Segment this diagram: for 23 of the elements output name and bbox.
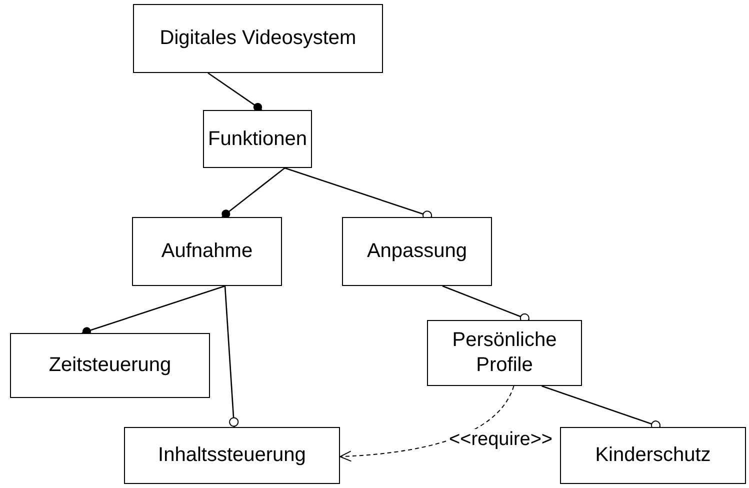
- feature-name: Inhaltssteuerung: [158, 443, 306, 468]
- feature-box: [342, 217, 492, 286]
- feature-name: Digitales Videosystem: [160, 26, 356, 51]
- connector-line: [222, 167, 286, 218]
- edge-label: <<require>>: [448, 429, 554, 451]
- connector-line: [442, 285, 530, 323]
- feature-name: Kinderschutz: [595, 443, 711, 468]
- feature-box: [427, 320, 582, 386]
- dependency-arrow: [340, 386, 514, 462]
- feature-name: Aufnahme: [161, 239, 253, 264]
- connector-line: [82, 285, 226, 336]
- feature-box: [132, 217, 282, 286]
- feature-name: Persönliche Profile: [451, 328, 558, 378]
- feature-box: [124, 427, 340, 484]
- feature-box: [10, 333, 210, 398]
- feature-name: Funktionen: [208, 126, 307, 152]
- feature-box: [203, 110, 312, 168]
- feature-box: [133, 4, 383, 73]
- feature-name: Anpassung: [366, 239, 468, 264]
- connector-line: [224, 286, 239, 428]
- feature-name: Zeitsteuerung: [48, 353, 172, 378]
- feature-box: [560, 427, 746, 484]
- connector-line: [208, 72, 262, 112]
